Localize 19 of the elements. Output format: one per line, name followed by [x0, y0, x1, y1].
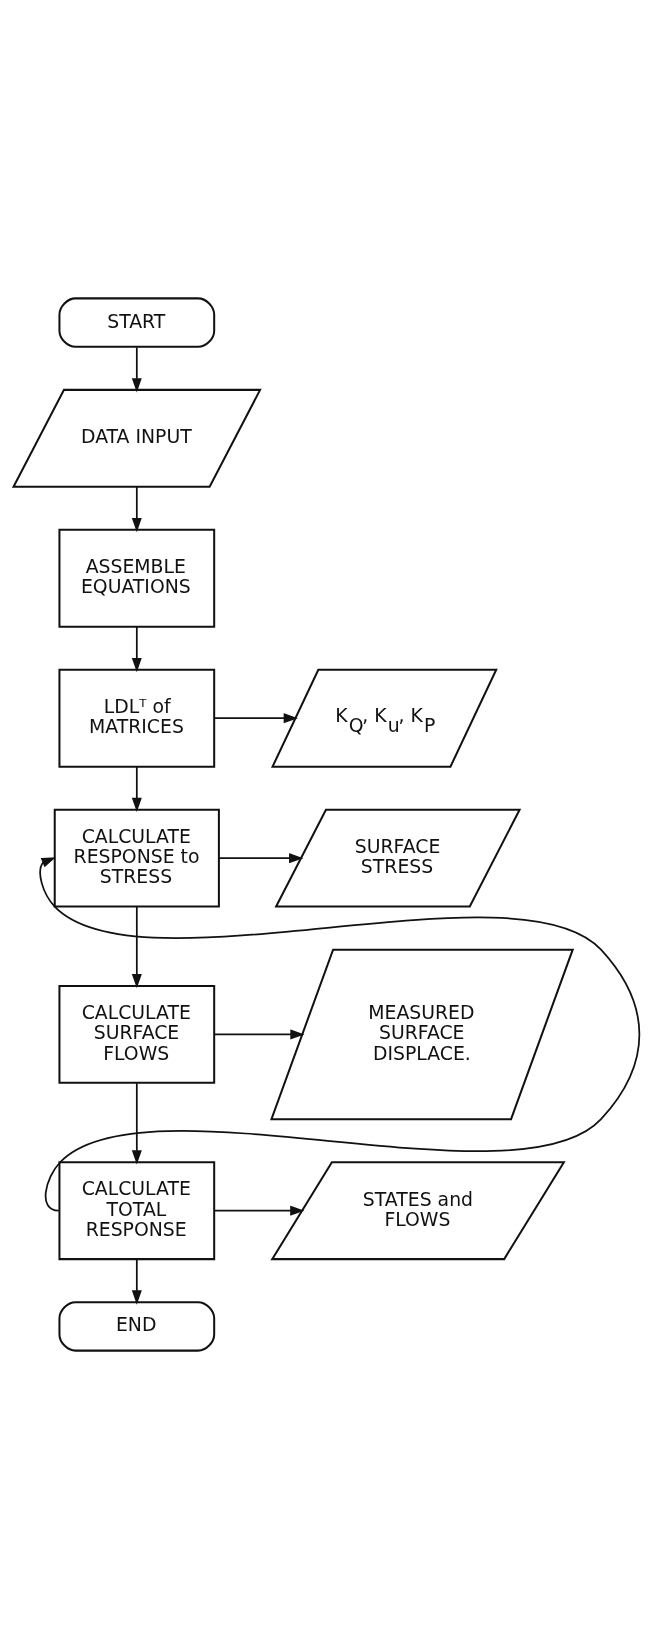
node-box: CALCULATE SURFACE FLOWS	[58, 984, 216, 1084]
node-box: START	[58, 296, 216, 348]
arrow	[213, 1205, 305, 1216]
node-box: ASSEMBLE EQUATIONS	[58, 528, 216, 628]
arrow	[131, 1257, 142, 1305]
arrow	[131, 905, 142, 988]
arrow	[131, 346, 142, 392]
arrow	[131, 625, 142, 672]
arrow	[213, 712, 298, 723]
arrow	[213, 1028, 305, 1039]
arrow	[131, 485, 142, 532]
arrow	[39, 856, 641, 1212]
arrow	[218, 852, 304, 863]
arrow	[131, 765, 142, 812]
arrow	[131, 1081, 142, 1165]
node-box: LDLᵀ of MATRICES	[58, 668, 216, 768]
node-box: CALCULATE TOTAL RESPONSE	[58, 1160, 216, 1260]
node-box: END	[58, 1300, 216, 1352]
node-box: CALCULATE RESPONSE to STRESS	[53, 808, 220, 908]
